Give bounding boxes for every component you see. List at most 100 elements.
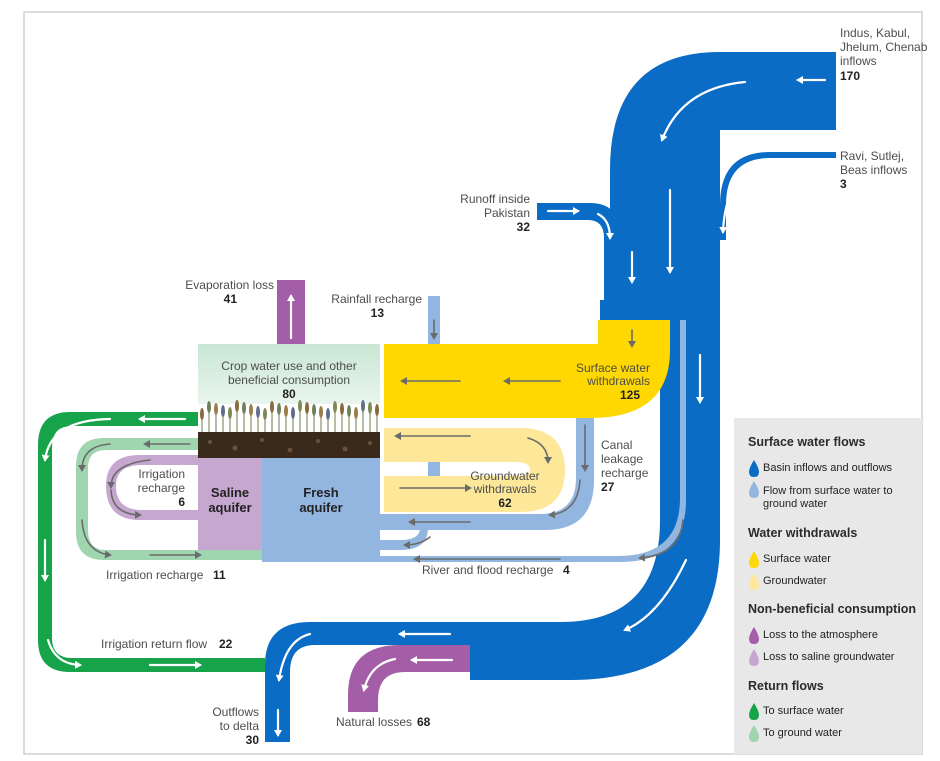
sw-label-line2: withdrawals <box>586 374 650 388</box>
natural-label: Natural losses <box>336 715 412 729</box>
irr6-value: 6 <box>178 495 185 509</box>
sw-label-line1: Surface water <box>576 361 650 375</box>
indus-label-line3: inflows <box>840 54 877 68</box>
legend-item-surface-water: Surface water <box>763 553 831 565</box>
evap-label: Evaporation loss <box>185 278 274 292</box>
crop-head <box>242 402 246 414</box>
canal-value: 27 <box>601 480 615 494</box>
crop-head <box>256 406 260 418</box>
drop-atmosphere-icon <box>749 627 759 644</box>
canal-label-line3: recharge <box>601 466 649 480</box>
ravi-label-line2: Beas inflows <box>840 163 907 177</box>
drop-sw-to-gw-icon <box>749 481 759 498</box>
irr6-label-line2: recharge <box>138 481 186 495</box>
rain-value: 13 <box>371 306 385 320</box>
crop-label-line2: beneficial consumption <box>228 373 350 387</box>
natural-losses-band <box>348 645 470 712</box>
frame-border <box>23 11 923 755</box>
legend-item-swgw-line2: ground water <box>763 498 828 510</box>
sw-value: 125 <box>620 388 640 402</box>
indus-label-line1: Indus, Kabul, <box>840 26 910 40</box>
irrigation-recharge-11-band <box>76 438 262 560</box>
drop-groundwater-icon <box>749 573 759 590</box>
crop-head <box>284 405 288 417</box>
gw-value: 62 <box>498 496 512 510</box>
ravi-value: 3 <box>840 177 847 191</box>
river-value: 4 <box>563 563 570 577</box>
ravi-inflow-band <box>720 152 836 240</box>
drop-return-surface-icon <box>749 703 759 720</box>
crop-head <box>291 407 295 419</box>
crop-head <box>326 408 330 420</box>
fresh-aquifer-box <box>262 458 380 562</box>
fresh-label-line1: Fresh <box>303 485 338 500</box>
legend-heading-surface: Surface water flows <box>748 435 865 449</box>
soil-texture <box>208 438 372 453</box>
crop-value: 80 <box>282 387 296 401</box>
evap-value: 41 <box>224 292 238 306</box>
crop-head <box>312 404 316 416</box>
canal-label-line1: Canal <box>601 438 632 452</box>
crop-head <box>249 404 253 416</box>
gw-label-line2: withdrawals <box>473 482 537 496</box>
crop-head <box>340 403 344 415</box>
irr11-label: Irrigation recharge <box>106 568 204 582</box>
ravi-label-line1: Ravi, Sutlej, <box>840 149 904 163</box>
soil-strip <box>198 432 380 458</box>
legend-box <box>734 418 922 754</box>
irrigation-recharge-6-band <box>106 455 198 520</box>
canal-hook <box>380 528 428 550</box>
indus-label-line2: Jhelum, Chenab <box>840 40 928 54</box>
crop-head <box>214 403 218 415</box>
drop-saline-icon <box>749 649 759 666</box>
runoff-label-line1: Runoff inside <box>460 192 530 206</box>
runoff-band <box>537 203 620 300</box>
crop-head <box>333 401 337 413</box>
canal-leakage-band <box>380 418 594 530</box>
crop-head <box>354 407 358 419</box>
legend-item-atmosphere: Loss to the atmosphere <box>763 629 878 641</box>
crop-head <box>200 408 204 420</box>
outflow-label-line1: Outflows <box>212 705 259 719</box>
gw-label-line1: Groundwater <box>470 469 539 483</box>
legend-heading-nonbeneficial: Non-beneficial consumption <box>748 602 916 616</box>
rainfall-band-mid <box>428 462 440 476</box>
crop-head <box>235 400 239 412</box>
river-label: River and flood recharge <box>422 563 554 577</box>
drop-return-ground-icon <box>749 725 759 742</box>
legend-item-groundwater: Groundwater <box>763 575 827 587</box>
legend-heading-return: Return flows <box>748 679 824 693</box>
crop-head <box>368 402 372 414</box>
surface-water-withdrawal-band <box>384 320 670 418</box>
crop-head <box>207 401 211 413</box>
crop-head <box>270 401 274 413</box>
runoff-label-line2: Pakistan <box>484 206 530 220</box>
legend-item-return-ground: To ground water <box>763 727 842 739</box>
indus-value: 170 <box>840 69 860 83</box>
legend-item-return-surface: To surface water <box>763 705 844 717</box>
legend: Surface water flows Basin inflows and ou… <box>734 418 922 754</box>
irr11-value: 11 <box>213 568 226 582</box>
crop-head <box>277 403 281 415</box>
return-label: Irrigation return flow <box>101 637 207 651</box>
crop-head <box>375 404 379 416</box>
drop-basin-icon <box>749 460 759 477</box>
legend-heading-withdrawals: Water withdrawals <box>748 526 857 540</box>
rain-label: Rainfall recharge <box>331 292 422 306</box>
crop-box <box>198 344 380 404</box>
natural-value: 68 <box>417 715 431 729</box>
crop-label-line1: Crop water use and other <box>221 359 356 373</box>
outflow-value: 30 <box>246 733 260 747</box>
return-value: 22 <box>219 637 233 651</box>
crop-head <box>347 405 351 417</box>
fresh-label-line2: aquifer <box>299 500 342 515</box>
saline-aquifer-box <box>198 458 262 550</box>
crop-head <box>305 402 309 414</box>
indus-inflow-band <box>610 52 836 320</box>
crop-head <box>221 405 225 417</box>
legend-item-basin: Basin inflows and outflows <box>763 462 893 474</box>
canal-label-line2: leakage <box>601 452 643 466</box>
outflow-label-line2: to delta <box>220 719 260 733</box>
